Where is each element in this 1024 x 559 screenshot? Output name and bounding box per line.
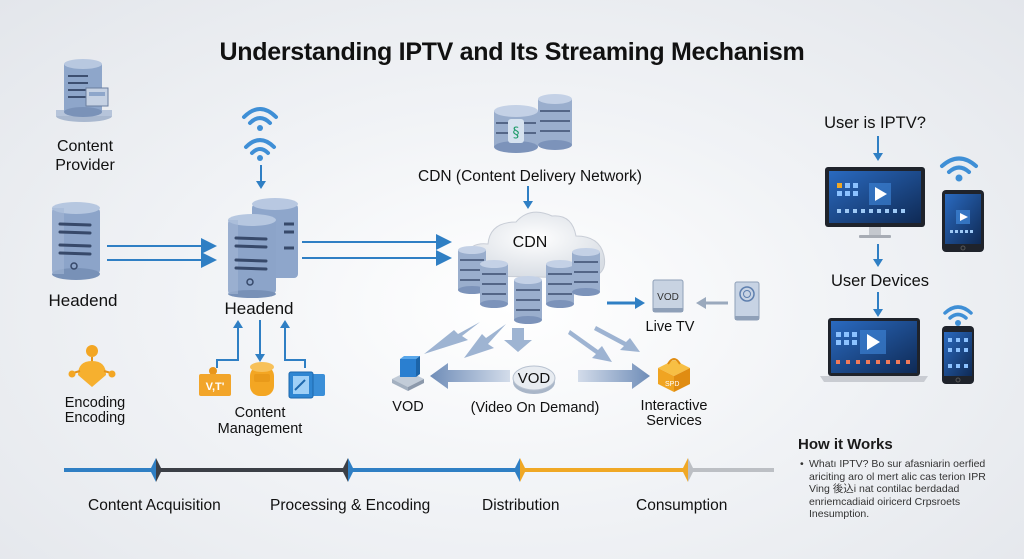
interactive-services-label: Interactive Services [628, 399, 720, 429]
content-provider-line2: Provider [55, 157, 115, 174]
page-title: Understanding IPTV and Its Streaming Mec… [219, 38, 805, 66]
database-server-icon [56, 59, 112, 122]
interactive-right-arrow [578, 363, 650, 389]
interactive-line1: Interactive [640, 398, 708, 414]
question-down-arrow [873, 136, 883, 161]
livetv-source-arrow [696, 297, 728, 309]
stage-distribution: Distribution [482, 497, 560, 514]
headend-left-label: Headend [48, 291, 118, 310]
cdn-header-label: CDN (Content Delivery Network) [418, 168, 642, 185]
vod-left-label: VOD [392, 399, 424, 415]
cdn-database-icon: § [494, 94, 572, 153]
encoding-node-icon [68, 345, 116, 387]
monitor-down-arrow [873, 244, 883, 267]
content-provider-label: Content Provider [40, 137, 130, 175]
devices-down-arrow [873, 292, 883, 317]
vod-cube-icon [392, 356, 424, 391]
stage-consumption: Consumption [636, 497, 728, 514]
vod-center-badge [512, 365, 556, 394]
user-devices-label: User Devices [830, 272, 930, 290]
stage-processing-encoding: Processing & Encoding [270, 497, 431, 514]
cdn-server-cluster [458, 246, 601, 325]
stage-content-acquisition: Content Acquisition [88, 497, 221, 514]
cdn-to-livetv-arrow [607, 297, 645, 309]
set-top-box-icon [734, 281, 760, 321]
storage-drum-icon [250, 362, 274, 396]
laptop-icon [820, 318, 928, 382]
how-it-works-body: • Whatı IPTV? Bo sur afasniarin oerfied … [800, 458, 1000, 521]
live-tv-badge-label: VOD [657, 292, 679, 303]
media-tag-icon: V,T' [199, 367, 231, 396]
content-management-line2: Management [217, 421, 303, 437]
service-box-icon: SPD [658, 358, 690, 392]
wifi-icon [943, 305, 973, 326]
interactive-line2: Services [646, 413, 702, 429]
cdn-distribution-arrows [424, 322, 640, 362]
server-stack-icon [228, 198, 298, 298]
process-timeline [64, 458, 774, 482]
timeline-marker-3 [514, 458, 526, 482]
headend-label: Headend [224, 299, 294, 318]
smartphone-icon [942, 326, 974, 384]
content-management-line1: Content [234, 405, 286, 421]
server-icon [52, 202, 100, 280]
headend-to-cdn-arrows [302, 234, 452, 266]
user-iptv-question: User is IPTV? [824, 114, 926, 132]
how-it-works-text: Whatı IPTV? Bo sur afasniarin oerfied ar… [809, 458, 986, 520]
svg-text:SPD: SPD [665, 381, 679, 388]
timeline-marker-2 [342, 458, 354, 482]
content-management-label: Content Management [210, 405, 310, 437]
bullet-icon: • [800, 458, 804, 470]
vod-center-badge-label: VOD [517, 370, 551, 387]
desktop-monitor-icon [825, 167, 925, 238]
cdn-cloud-label: CDN [512, 234, 548, 251]
live-tv-label: Live TV [645, 319, 695, 335]
cdn-down-arrow [523, 186, 533, 209]
timeline-marker-4 [682, 458, 694, 482]
how-it-works-title: How it Works [798, 436, 893, 453]
vod-center-label: (Video On Demand) [470, 400, 600, 416]
headend-link-arrows [107, 238, 217, 268]
svg-text:V,T': V,T' [206, 381, 225, 393]
wifi-icon [940, 156, 978, 182]
timeline-marker-1 [150, 458, 162, 482]
encoding-line2: Encoding [64, 410, 126, 426]
vod-left-arrow [430, 363, 510, 389]
content-provider-line1: Content [56, 138, 114, 155]
encoding-line1: Encoding [64, 395, 126, 411]
content-management-connectors [216, 320, 306, 368]
encoding-label: Encoding Encoding [50, 396, 140, 426]
tablet-icon [942, 190, 984, 252]
wifi-icon [242, 107, 278, 189]
content-window-icon [288, 371, 325, 399]
live-tv-vod-badge [652, 279, 684, 313]
svg-text:§: § [513, 125, 520, 141]
